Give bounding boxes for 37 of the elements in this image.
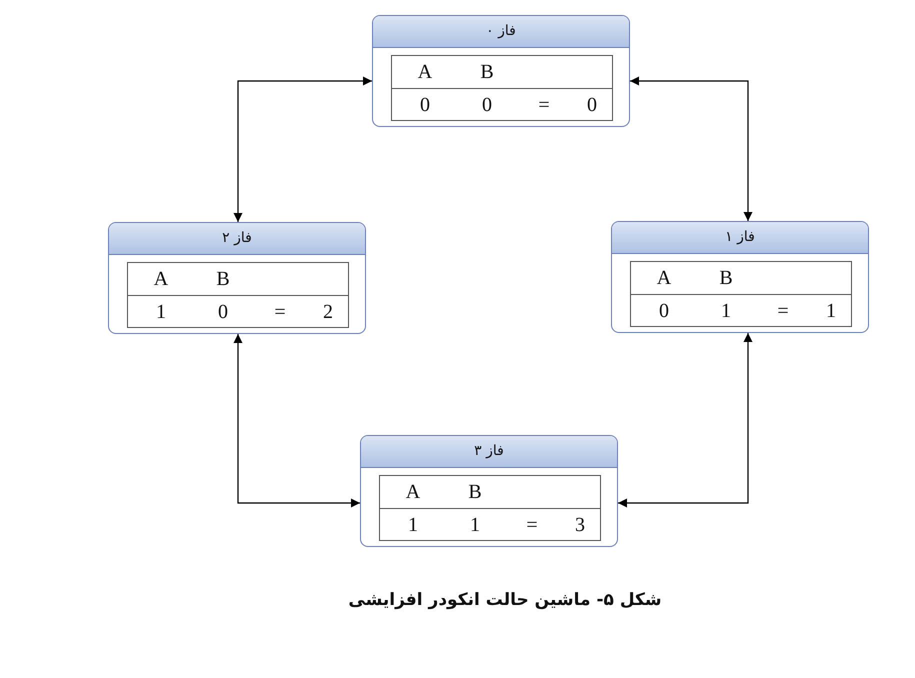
table-cell: 1: [721, 300, 731, 322]
arrow: [234, 76, 372, 222]
table-cell: B: [468, 481, 482, 503]
table-cell: A: [154, 268, 168, 290]
table-cell: 1: [156, 301, 166, 323]
arrow: [234, 334, 360, 508]
table-cell: 2: [323, 301, 333, 323]
table-cell: B: [719, 267, 733, 289]
table-cell: A: [418, 61, 432, 83]
table-cell: 3: [575, 514, 585, 536]
state-title: فاز ۰: [486, 23, 516, 39]
table-cell: =: [538, 94, 550, 116]
table-cell: A: [656, 267, 672, 289]
table-cell: 0: [218, 301, 228, 323]
arrow: [618, 333, 752, 508]
state-box: [372, 15, 630, 127]
table-cell: B: [216, 268, 230, 290]
table-cell: =: [777, 300, 789, 322]
table-cell: B: [480, 61, 494, 83]
table-cell: 1: [408, 514, 418, 536]
table-cell: A: [406, 481, 420, 503]
table-cell: 0: [587, 94, 597, 116]
state-box: [611, 221, 869, 333]
table-cell: 1: [826, 300, 836, 322]
table-cell: 0: [659, 300, 669, 322]
state-title: فاز ۲: [222, 230, 252, 246]
arrow: [630, 76, 752, 221]
caption: شکل ۵- ماشین حالت انکودر افزایشی: [348, 590, 662, 610]
state-box: [108, 222, 366, 334]
table-cell: 1: [470, 514, 480, 536]
state-title: فاز ۱: [725, 229, 755, 245]
state-title: فاز ۳: [474, 443, 504, 459]
table-cell: =: [526, 514, 538, 536]
table-cell: 0: [420, 94, 430, 116]
state-box: [360, 435, 618, 547]
table-cell: =: [274, 301, 286, 323]
table-cell: 0: [482, 94, 492, 116]
